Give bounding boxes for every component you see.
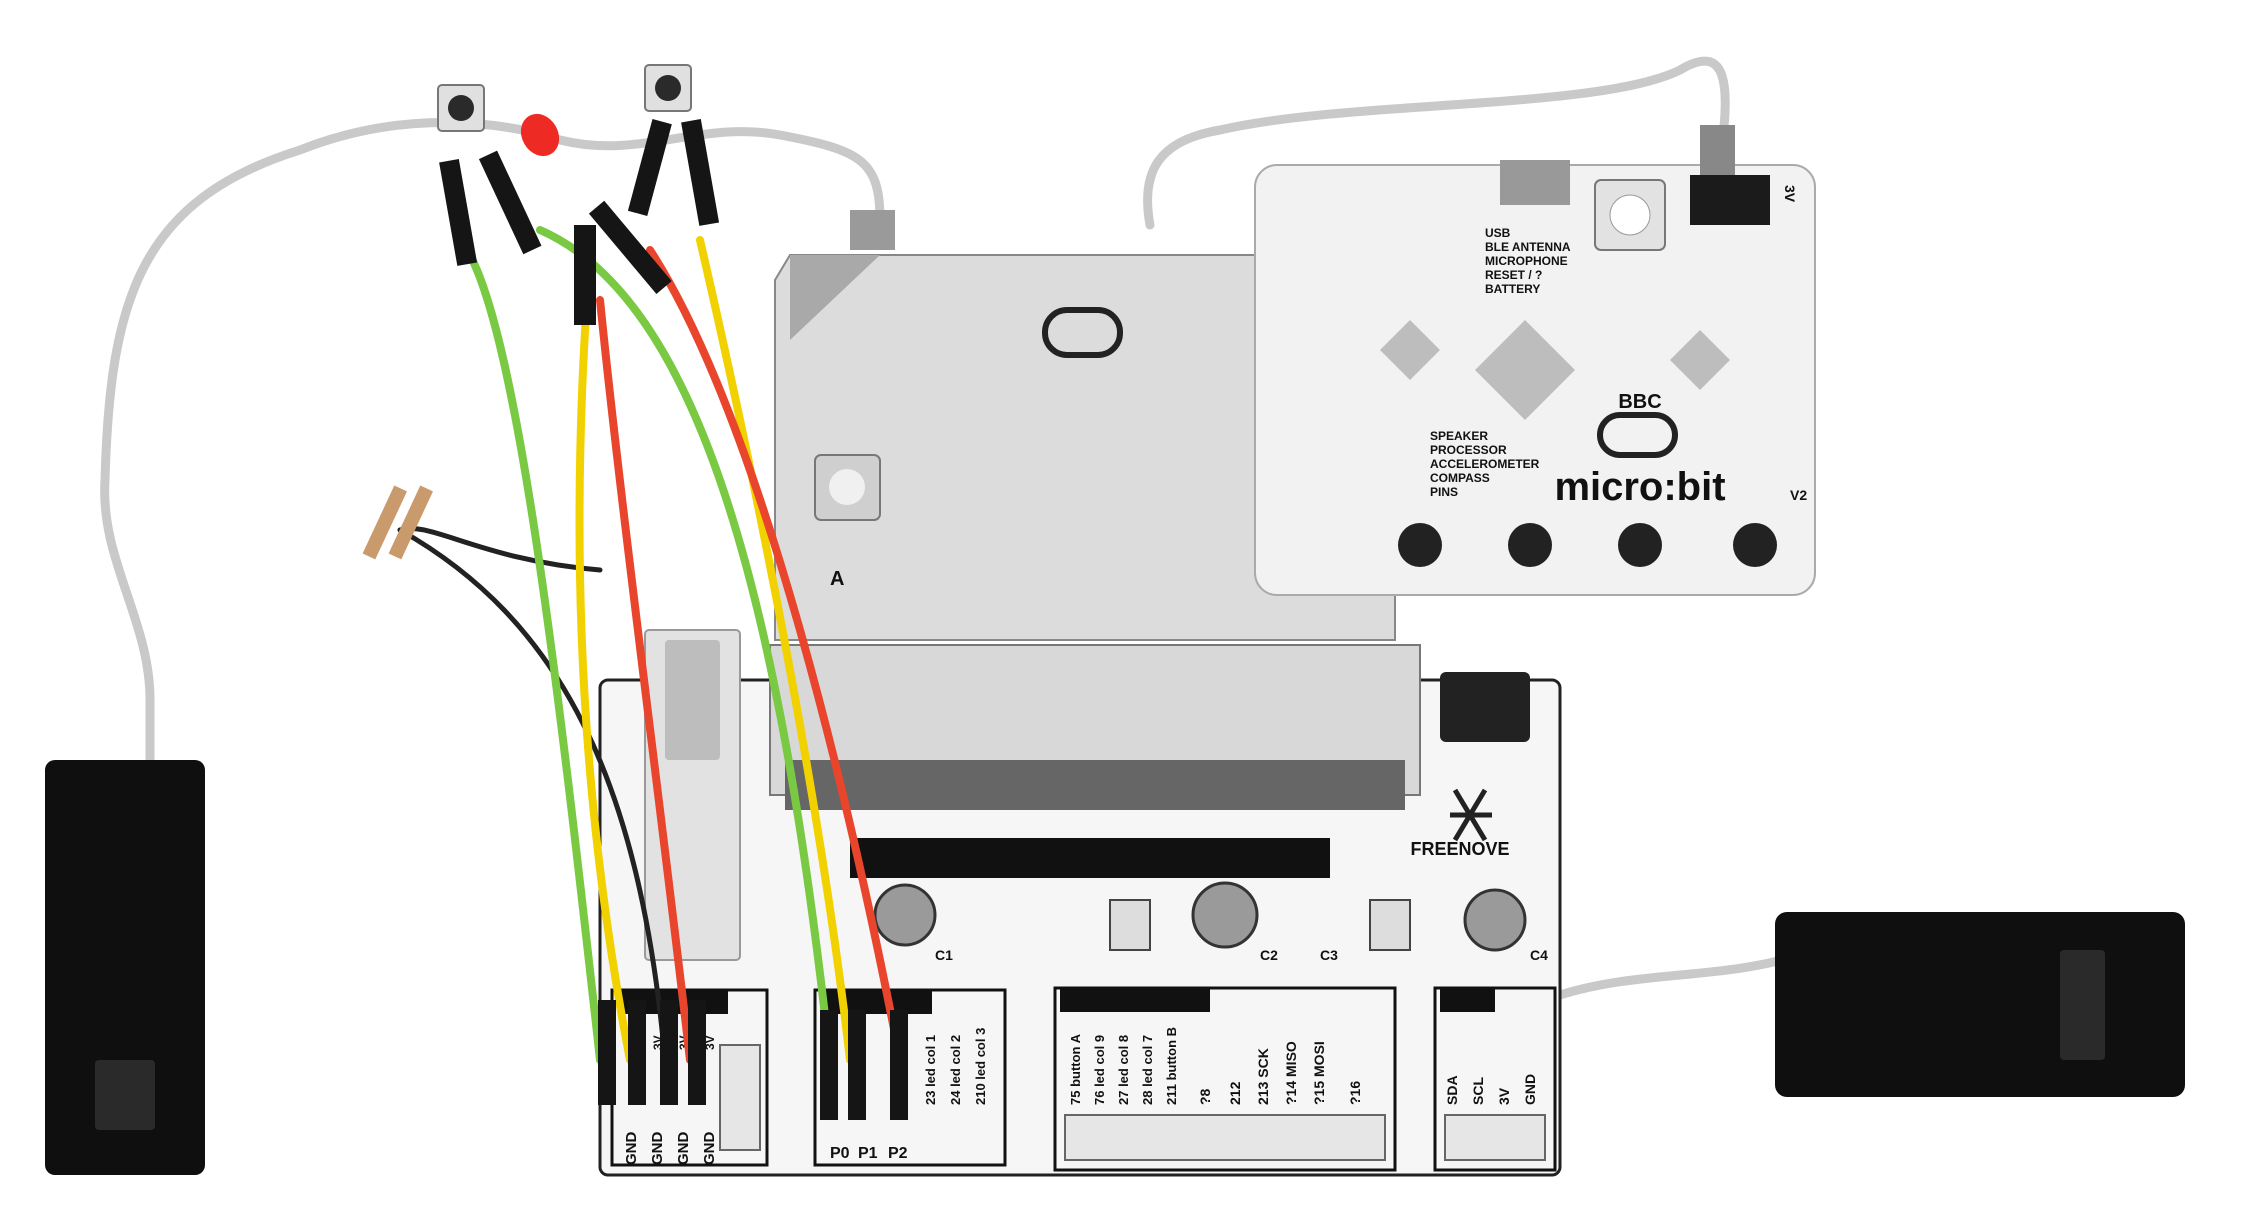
microbit-version: V2 xyxy=(1790,487,1807,503)
jumper-wires xyxy=(397,226,904,1064)
analog-label-1: 23 led col 1 xyxy=(923,1035,938,1105)
microbit-side-label-5: PINS xyxy=(1430,485,1458,499)
microbit-top-label-2: BLE ANTENNA xyxy=(1485,240,1571,254)
digital-label-3: 27 led col 8 xyxy=(1116,1035,1131,1105)
power-pin-gnd-2: GND xyxy=(649,1132,666,1166)
board-title: micro:bit GPIO Extension Board xyxy=(876,843,1304,874)
microbit-back-pads xyxy=(1398,523,1777,567)
microbit-side-label-1: SPEAKER xyxy=(1430,429,1488,443)
battery-pack-right xyxy=(1775,912,2185,1097)
digital-labels: 75 button A 76 led col 9 27 led col 8 28… xyxy=(1068,1027,1363,1105)
digital-label-10: ?15 MOSI xyxy=(1311,1041,1327,1105)
microbit-side-label-2: PROCESSOR xyxy=(1430,443,1507,457)
freenove-logo xyxy=(1450,788,1492,842)
i2c-label-sda: SDA xyxy=(1444,1075,1460,1105)
section-digital: DIGITAL xyxy=(1100,991,1171,1011)
digital-label-1: 75 button A xyxy=(1068,1033,1083,1105)
digital-label-7: 212 xyxy=(1227,1081,1243,1105)
analog-pin-p2: P2 xyxy=(888,1145,908,1162)
microbit-name: micro:bit xyxy=(1554,465,1725,509)
cap-label-c4: C4 xyxy=(1530,947,1548,963)
power-pin-gnd-3: GND xyxy=(675,1132,692,1166)
microbit-top-label-5: BATTERY xyxy=(1485,282,1540,296)
microbit-top-label-4: RESET / ? xyxy=(1485,268,1542,282)
analog-pin-p0: P0 xyxy=(830,1145,850,1162)
digital-header xyxy=(719,1044,1546,1161)
microbit-top-label-3: MICROPHONE xyxy=(1485,254,1568,268)
i2c-label-3v: 3V xyxy=(1496,1087,1512,1105)
power-pin-gnd-4: GND xyxy=(701,1132,718,1166)
digital-label-8: 213 SCK xyxy=(1255,1048,1271,1105)
power-pin-gnd-1: GND xyxy=(623,1132,640,1166)
capacitors xyxy=(873,881,1527,952)
microbit-edge-3v: 3V xyxy=(1782,185,1798,203)
section-i2c: I2C xyxy=(1453,991,1481,1011)
push-button-1 xyxy=(437,84,485,132)
digital-label-4: 28 led col 7 xyxy=(1140,1035,1155,1105)
red-led xyxy=(520,113,560,157)
extension-board: micro:bit GPIO Extension Board FREENOVE … xyxy=(598,629,1562,1177)
analog-pin-p1: P1 xyxy=(858,1145,878,1162)
battery-pack-left xyxy=(45,760,205,1175)
microbit-top-label-1: USB xyxy=(1485,226,1511,240)
digital-label-9: ?14 MISO xyxy=(1283,1041,1299,1105)
freenove-brand: FREENOVE xyxy=(1410,839,1509,859)
analog-label-3: 210 led col 3 xyxy=(973,1028,988,1105)
microbit-side-label-3: ACCELEROMETER xyxy=(1430,457,1540,471)
digital-label-5: 211 button B xyxy=(1164,1027,1179,1105)
wire-connectors xyxy=(439,119,908,1120)
power-side-3v-4: 3V xyxy=(703,1035,717,1050)
cap-label-c1: C1 xyxy=(935,947,953,963)
usb-cables xyxy=(100,56,1805,1000)
microbit-logo-bbc: BBC xyxy=(1618,391,1661,413)
microbit-back: BBC micro:bit V2 3V USB BLE ANTENNA MICR… xyxy=(1254,125,1816,596)
analog-label-2: 24 led col 2 xyxy=(948,1035,963,1105)
digital-label-2: 76 led col 9 xyxy=(1092,1035,1107,1105)
button-a-label: A xyxy=(830,568,844,590)
i2c-label-gnd: GND xyxy=(1522,1074,1538,1105)
microbit-side-label-4: COMPASS xyxy=(1430,471,1490,485)
section-analog: ANALOG xyxy=(838,993,916,1013)
digital-label-6: ?8 xyxy=(1197,1088,1213,1105)
touch-sensor xyxy=(362,485,433,560)
i2c-label-scl: SCL xyxy=(1470,1077,1486,1105)
digital-label-11: ?16 xyxy=(1347,1081,1363,1105)
cap-label-c3: C3 xyxy=(1320,947,1338,963)
push-button-2 xyxy=(644,64,692,112)
cap-label-c2: C2 xyxy=(1260,947,1278,963)
